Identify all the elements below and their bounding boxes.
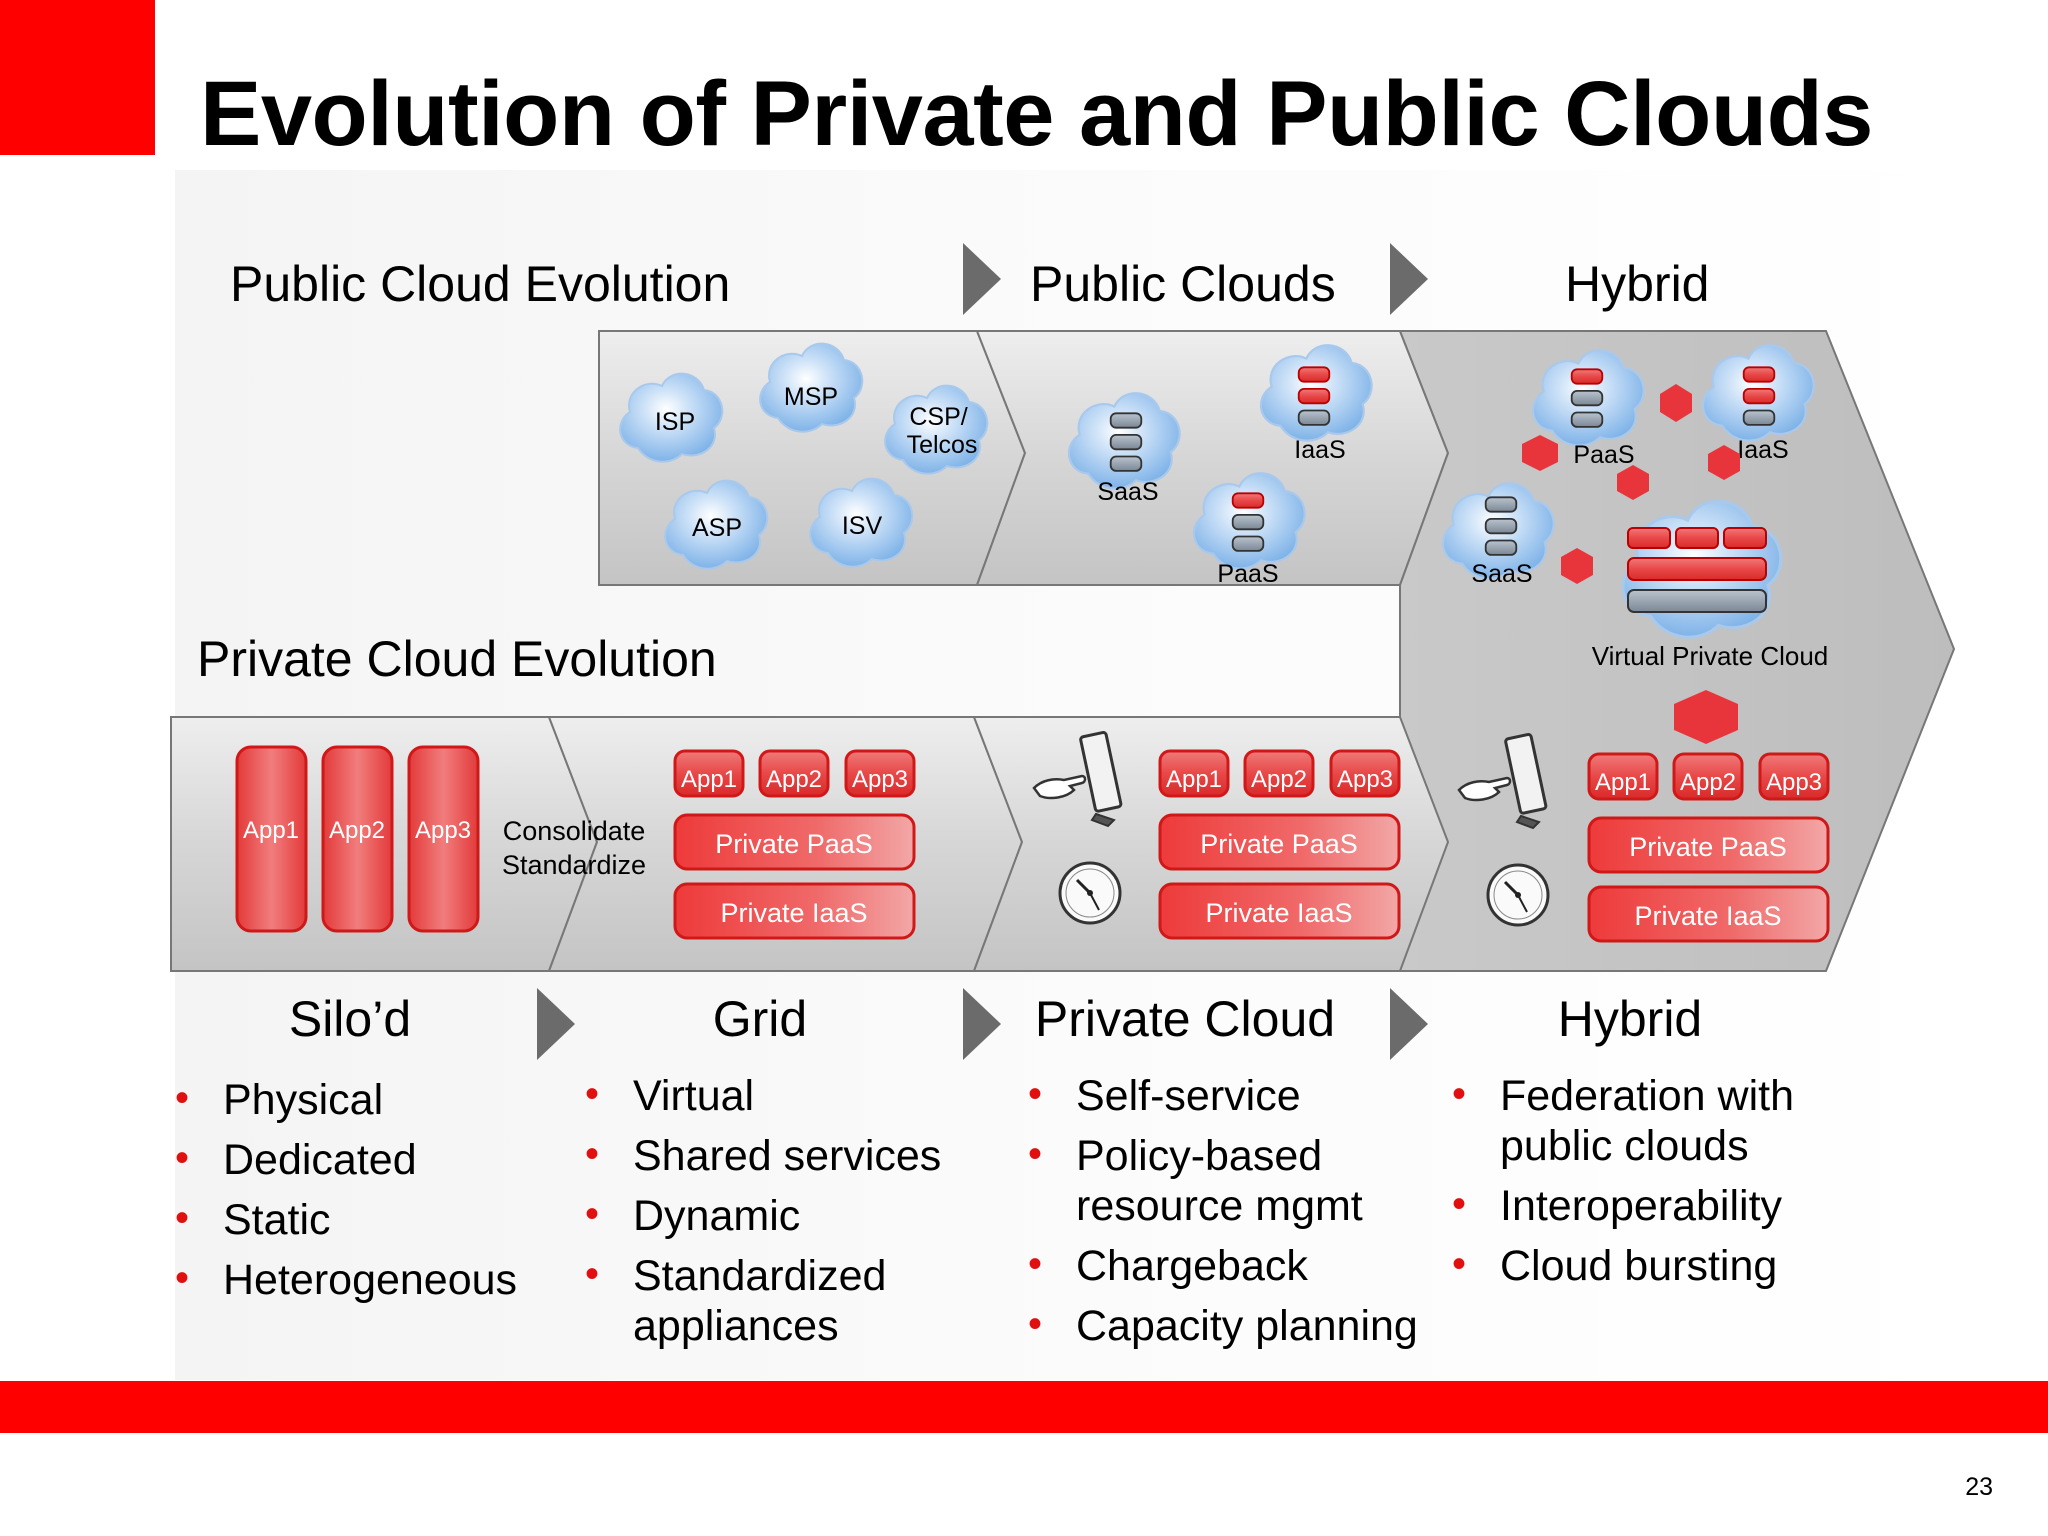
pc-app2: App2	[1251, 766, 1307, 793]
bullet-item: Physical	[175, 1075, 555, 1125]
silod-bullets: Physical Dedicated Static Heterogeneous	[175, 1075, 555, 1315]
server-stack-icon	[1111, 413, 1142, 471]
bullet-item: Interoperability	[1452, 1181, 1882, 1231]
bullet-item: Chargeback	[1028, 1241, 1448, 1291]
stage-hybrid: Hybrid	[1530, 990, 1730, 1048]
provider-asp: ASP	[692, 514, 742, 542]
bullet-item: Federation with public clouds	[1452, 1071, 1840, 1171]
grid-app2: App2	[766, 766, 822, 793]
server-stack-icon	[1486, 497, 1517, 555]
provider-csp-text-line2: Telcos	[907, 431, 978, 459]
provider-isp: ISP	[655, 408, 695, 436]
bullet-item: Capacity planning	[1028, 1301, 1448, 1351]
server-stack-icon	[1233, 493, 1264, 551]
provider-csp-text: CSP/	[909, 403, 967, 431]
hybrid-bullets: Federation with public clouds Interopera…	[1452, 1071, 1882, 1301]
hy-app3: App3	[1766, 769, 1822, 796]
provider-msp: MSP	[784, 383, 838, 411]
hybrid-service-paas: PaaS	[1573, 441, 1634, 469]
grid-private-paas: Private PaaS	[715, 829, 873, 859]
clock-icon	[1060, 863, 1120, 923]
provider-csp: CSP/ Telcos	[907, 403, 978, 459]
bullet-item: Shared services	[585, 1131, 975, 1181]
silo-app1: App1	[243, 817, 299, 844]
virtual-private-cloud-label: Virtual Private Cloud	[1592, 641, 1829, 671]
standardize-label: Standardize	[502, 850, 646, 880]
bullet-item: Virtual	[585, 1071, 975, 1121]
stage-grid: Grid	[660, 990, 860, 1048]
private-cloud-evolution-heading: Private Cloud Evolution	[197, 630, 717, 688]
provider-isv: ISV	[842, 512, 883, 540]
bullet-item: Dedicated	[175, 1135, 555, 1185]
hy-app1: App1	[1595, 769, 1651, 796]
pc-app1: App1	[1166, 766, 1222, 793]
public-clouds-stage-heading: Public Clouds	[1030, 255, 1336, 313]
grid-private-iaas: Private IaaS	[720, 898, 867, 928]
bullet-item: Self-service	[1028, 1071, 1448, 1121]
bullet-item: Static	[175, 1195, 555, 1245]
public-cloud-evolution-heading: Public Cloud Evolution	[230, 255, 730, 313]
server-stack-icon	[1572, 369, 1603, 427]
bullet-item: Heterogeneous	[175, 1255, 555, 1305]
pc-private-iaas: Private IaaS	[1205, 898, 1352, 928]
clock-icon	[1488, 865, 1548, 925]
stage-silod: Silo’d	[250, 990, 450, 1048]
service-saas: SaaS	[1097, 478, 1158, 506]
hy-private-iaas: Private IaaS	[1634, 901, 1781, 931]
pc-private-paas: Private PaaS	[1200, 829, 1358, 859]
hybrid-public-heading: Hybrid	[1565, 255, 1709, 313]
service-iaas: IaaS	[1294, 436, 1345, 464]
stage-private-cloud: Private Cloud	[1010, 990, 1360, 1048]
bullet-item: Dynamic	[585, 1191, 975, 1241]
bullet-item: Policy-based resource mgmt	[1028, 1131, 1406, 1231]
consolidate-label: Consolidate	[503, 816, 646, 846]
server-stack-icon	[1744, 367, 1775, 425]
footer-bar	[0, 1381, 2048, 1433]
grid-app1: App1	[681, 766, 737, 793]
bullet-item: Cloud bursting	[1452, 1241, 1882, 1291]
grid-bullets: Virtual Shared services Dynamic Standard…	[585, 1071, 975, 1361]
hy-private-paas: Private PaaS	[1629, 832, 1787, 862]
silo-app2: App2	[329, 817, 385, 844]
pc-app3: App3	[1337, 766, 1393, 793]
hybrid-service-saas: SaaS	[1471, 560, 1532, 588]
hybrid-service-iaas: IaaS	[1737, 436, 1788, 464]
silo-app3: App3	[415, 817, 471, 844]
bullet-item: Standardized appliances	[585, 1251, 933, 1351]
server-stack-icon	[1299, 367, 1330, 425]
private-cloud-bullets: Self-service Policy-based resource mgmt …	[1028, 1071, 1448, 1361]
grid-app3: App3	[852, 766, 908, 793]
service-paas: PaaS	[1217, 560, 1278, 588]
hy-app2: App2	[1680, 769, 1736, 796]
page-number: 23	[1965, 1473, 1993, 1502]
